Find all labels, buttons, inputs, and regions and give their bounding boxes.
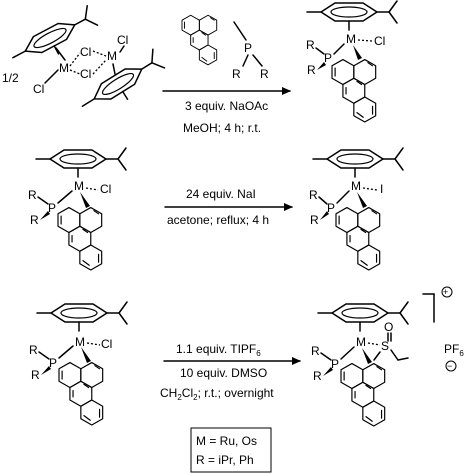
reaction1-product: M Cl P R R bbox=[306, 0, 398, 123]
dimer-cl-1: Cl bbox=[80, 45, 91, 59]
p2-p: P bbox=[327, 201, 335, 215]
p3-anion-charge: − bbox=[447, 361, 452, 371]
r3-cl: Cl bbox=[101, 337, 112, 351]
reaction1-ligand: P R R bbox=[181, 14, 269, 81]
reaction2-condition-1: 24 equiv. NaI bbox=[186, 187, 256, 201]
p1-r1: R bbox=[306, 38, 315, 52]
reaction1-arrow: 3 equiv. NaOAc MeOH; 4 h; r.t. bbox=[162, 87, 291, 135]
legend-box: M = Ru, Os R = iPr, Ph bbox=[190, 427, 272, 473]
reaction1-condition-1: 3 equiv. NaOAc bbox=[185, 99, 268, 113]
p2-i: I bbox=[380, 182, 383, 196]
r3-r2: R bbox=[31, 368, 40, 382]
ligand-r2: R bbox=[260, 67, 269, 81]
p2-r1: R bbox=[309, 188, 318, 202]
ligand-p: P bbox=[244, 41, 252, 55]
p1-p: P bbox=[324, 51, 332, 65]
p1-cl: Cl bbox=[374, 34, 385, 48]
dimer-metal-2: M bbox=[107, 49, 117, 63]
r3-r1: R bbox=[29, 343, 38, 357]
p1-metal: M bbox=[346, 32, 356, 46]
reaction3-condition-1: 1.1 equiv. TIPF6 bbox=[176, 342, 261, 358]
r2-r1: R bbox=[28, 188, 37, 202]
dimer-metal-1: M bbox=[59, 61, 69, 75]
reaction2-arrow: 24 equiv. NaI acetone; reflux; 4 h bbox=[164, 187, 293, 227]
counterion: PF6 bbox=[444, 342, 464, 358]
r2-cl: Cl bbox=[100, 182, 111, 196]
p3-o: O bbox=[384, 320, 393, 334]
reaction3-arrow: 1.1 equiv. TIPF6 10 equiv. DMSO CH2Cl2; … bbox=[160, 342, 301, 402]
reaction3-product: + M S O P R R PF6 − bbox=[311, 286, 464, 427]
p2-r2: R bbox=[310, 213, 319, 227]
r2-p: P bbox=[48, 201, 56, 215]
dimer-cl-2: Cl bbox=[80, 67, 91, 81]
r2-r2: R bbox=[30, 213, 39, 227]
r2-metal: M bbox=[74, 179, 84, 193]
p3-s: S bbox=[381, 339, 389, 353]
reaction3-condition-2: 10 equiv. DMSO bbox=[180, 366, 267, 380]
p3-p: P bbox=[331, 357, 339, 371]
reaction2-reactant: M Cl P R R bbox=[28, 147, 127, 271]
r3-p: P bbox=[49, 356, 57, 370]
reaction3-reactant: M Cl P R R bbox=[29, 301, 128, 426]
reaction2-product: M I P R R bbox=[309, 147, 404, 271]
p3-r2: R bbox=[313, 369, 322, 383]
reaction3-condition-3: CH2Cl2; r.t.; overnight bbox=[160, 386, 274, 402]
dimer-cl-4: Cl bbox=[33, 82, 44, 96]
reaction1-dimer: 1/2 M M Cl Cl Cl Cl bbox=[2, 5, 169, 123]
p3-r1: R bbox=[311, 344, 320, 358]
p3-cation-charge: + bbox=[443, 287, 448, 297]
stoich-text: 1/2 bbox=[2, 71, 19, 85]
reaction2-condition-2: acetone; reflux; 4 h bbox=[167, 213, 269, 227]
r3-metal: M bbox=[75, 335, 85, 349]
legend-substituent: R = iPr, Ph bbox=[196, 453, 254, 467]
p3-metal: M bbox=[356, 335, 366, 349]
legend-metal: M = Ru, Os bbox=[196, 434, 257, 448]
p1-r2: R bbox=[307, 63, 316, 77]
ligand-r1: R bbox=[232, 67, 241, 81]
reaction1-condition-2: MeOH; 4 h; r.t. bbox=[183, 121, 261, 135]
p2-metal: M bbox=[351, 179, 361, 193]
dimer-cl-3: Cl bbox=[117, 33, 128, 47]
